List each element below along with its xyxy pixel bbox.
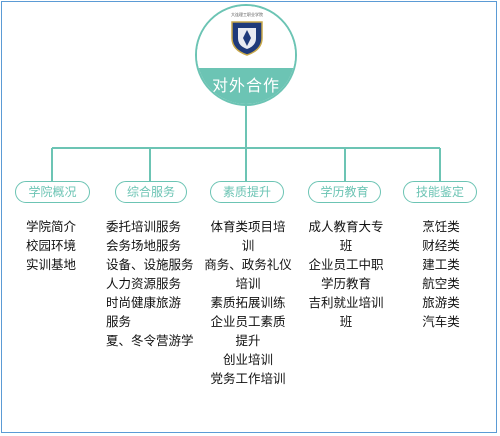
- list-item: 人力资源服务: [106, 276, 182, 291]
- list-item: 航空类: [422, 276, 460, 291]
- list-item: 烹饪类: [422, 219, 460, 234]
- shield-icon: [231, 21, 263, 56]
- list-item: 党务工作培训: [210, 371, 286, 386]
- list-item: 服务: [106, 314, 132, 329]
- list-item: 班: [339, 238, 353, 253]
- list-item: 培训: [235, 276, 261, 291]
- list-item: 设备、设施服务: [106, 257, 194, 272]
- list-item: 企业员工素质: [210, 314, 286, 329]
- list-item: 财经类: [422, 238, 460, 253]
- list-item: 创业培训: [222, 352, 273, 367]
- category-label-1: 学院概况: [15, 181, 90, 203]
- list-item: 商务、政务礼仪: [204, 257, 292, 272]
- center-node: 大连理工职业学院 对外合作: [195, 4, 297, 106]
- list-item: 学历教育: [320, 276, 371, 291]
- list-item: 会务场地服务: [106, 238, 182, 253]
- list-item: 旅游类: [422, 295, 460, 310]
- category-label-2: 综合服务: [115, 181, 187, 203]
- category-list-1: 学院简介 校园环境 实训基地: [26, 217, 76, 274]
- category-label-5: 技能鉴定: [403, 181, 477, 203]
- list-item: 实训基地: [26, 257, 77, 272]
- list-item: 建工类: [422, 257, 460, 272]
- list-item: 成人教育大专: [308, 219, 384, 234]
- list-item: 学院简介: [26, 219, 77, 234]
- list-item: 班: [339, 314, 353, 329]
- category-list-4: 成人教育大专 班 企业员工中职 学历教育 吉利就业培训 班: [300, 217, 392, 331]
- list-item: 素质拓展训练: [210, 295, 286, 310]
- category-label-4: 学历教育: [308, 181, 381, 203]
- emblem-area: 大连理工职业学院: [197, 6, 295, 68]
- category-list-2: 委托培训服务 会务场地服务 设备、设施服务 人力资源服务 时尚健康旅游 服务 夏…: [106, 217, 194, 350]
- list-item: 校园环境: [26, 238, 77, 253]
- list-item: 汽车类: [422, 314, 460, 329]
- category-list-5: 烹饪类 财经类 建工类 航空类 旅游类 汽车类: [413, 217, 469, 331]
- category-label-3: 素质提升: [210, 181, 284, 203]
- list-item: 体育类项目培: [210, 219, 286, 234]
- list-item: 吉利就业培训: [308, 295, 384, 310]
- center-title: 对外合作: [197, 68, 295, 104]
- list-item: 企业员工中职: [308, 257, 384, 272]
- list-item: 提升: [235, 333, 261, 348]
- emblem-text: 大连理工职业学院: [231, 12, 263, 17]
- list-item: 委托培训服务: [106, 219, 182, 234]
- category-list-3: 体育类项目培 训 商务、政务礼仪 培训 素质拓展训练 企业员工素质 提升 创业培…: [202, 217, 294, 388]
- list-item: 时尚健康旅游: [106, 295, 182, 310]
- list-item: 训: [241, 238, 255, 253]
- list-item: 夏、冬令营游学: [106, 333, 194, 348]
